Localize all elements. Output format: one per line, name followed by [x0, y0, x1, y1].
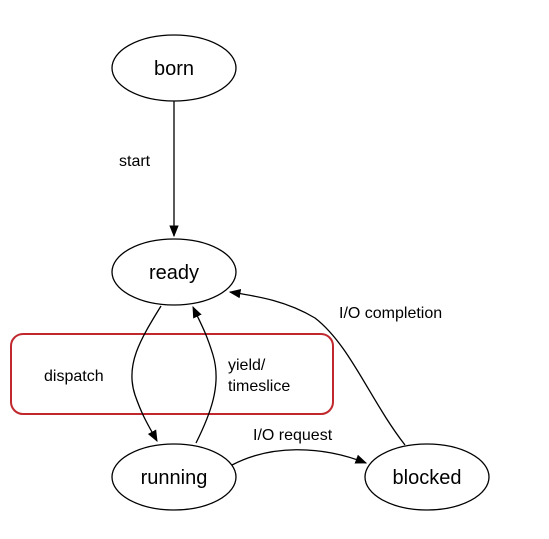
node-blocked-label: blocked [393, 467, 462, 489]
edge-label-yield-line2: timeslice [228, 378, 290, 395]
edge-label-yield-line1: yield/ [228, 357, 266, 374]
node-running-label: running [141, 467, 208, 489]
node-ready-label: ready [149, 262, 199, 284]
edge-io-completion [228, 289, 406, 446]
highlight-box [10, 333, 334, 415]
node-blocked: blocked [364, 443, 490, 511]
node-born-label: born [154, 58, 194, 80]
edge-dispatch [131, 305, 162, 443]
edge-io-request [231, 449, 368, 466]
edge-label-io-completion: I/O completion [339, 305, 442, 322]
node-ready: ready [111, 238, 237, 306]
edge-label-io-request: I/O request [253, 427, 333, 444]
edge-label-dispatch: dispatch [44, 368, 104, 385]
node-born: born [111, 34, 237, 102]
node-running: running [111, 443, 237, 511]
edge-label-start: start [119, 153, 151, 170]
edge-yield [192, 305, 217, 444]
